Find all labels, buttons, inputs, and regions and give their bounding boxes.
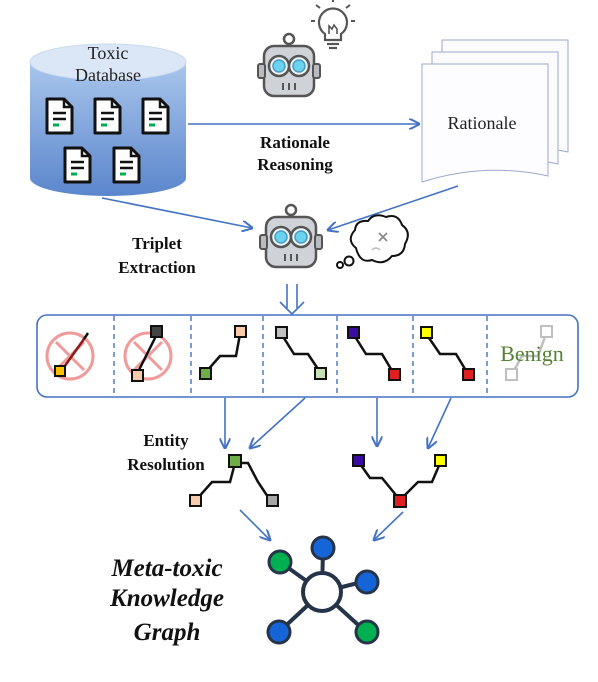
document-icon xyxy=(141,97,170,135)
double-arrow-down xyxy=(279,284,305,316)
arrow-down xyxy=(250,397,306,448)
entity-resolution-label-line1: Entity xyxy=(143,431,189,450)
toxic-database: Toxic Database xyxy=(29,43,187,196)
arrow-down xyxy=(428,397,452,448)
graph-title-line1: Meta-toxic xyxy=(110,555,222,582)
graph-node xyxy=(310,535,336,561)
merged-triplet-right xyxy=(352,454,447,508)
robot-icon xyxy=(256,32,322,98)
graph-node xyxy=(266,619,292,645)
document-icon xyxy=(63,146,92,184)
triplet-panel: Benign xyxy=(36,314,579,398)
benign-label: Benign xyxy=(500,341,564,366)
document-icon xyxy=(45,97,74,135)
graph-title-line3: Graph xyxy=(134,619,201,646)
graph-title-line2: Knowledge xyxy=(109,585,224,612)
rationale-reasoning-label-line2: Reasoning xyxy=(257,155,333,174)
triplet-5 xyxy=(347,326,401,381)
arrow-to-graph xyxy=(239,509,270,540)
graph-node xyxy=(267,549,293,575)
arrow-database-to-robot xyxy=(101,197,252,228)
document-icon xyxy=(93,97,122,135)
triplet-extraction-label-line1: Triplet xyxy=(132,234,182,253)
rationale-document: Rationale xyxy=(421,39,569,183)
robot-icon xyxy=(258,203,324,269)
triplet-extraction-label-line2: Extraction xyxy=(118,258,196,277)
benign-triplet: Benign xyxy=(500,325,564,381)
triplet-4 xyxy=(275,326,327,380)
graph-hub-node xyxy=(301,571,343,613)
rejected-triplet xyxy=(123,325,173,382)
triplet-6 xyxy=(420,326,475,381)
thought-cloud-icon xyxy=(336,214,409,269)
knowledge-graph-icon xyxy=(266,535,380,645)
arrow-to-graph xyxy=(374,511,404,540)
rationale-document-label: Rationale xyxy=(448,113,517,133)
lightbulb-icon xyxy=(311,0,355,50)
graph-node xyxy=(354,569,380,595)
merged-triplet-left xyxy=(189,454,279,507)
document-icon xyxy=(112,146,141,184)
rejected-triplet xyxy=(45,331,95,381)
graph-node xyxy=(354,619,380,645)
arrow-rationale-to-robot xyxy=(328,185,459,230)
database-title-line2: Database xyxy=(75,65,141,85)
rationale-reasoning-label-line1: Rationale xyxy=(260,133,330,152)
database-title-line1: Toxic xyxy=(88,43,129,63)
triplet-3 xyxy=(199,325,247,380)
entity-resolution-label-line2: Resolution xyxy=(127,455,205,474)
